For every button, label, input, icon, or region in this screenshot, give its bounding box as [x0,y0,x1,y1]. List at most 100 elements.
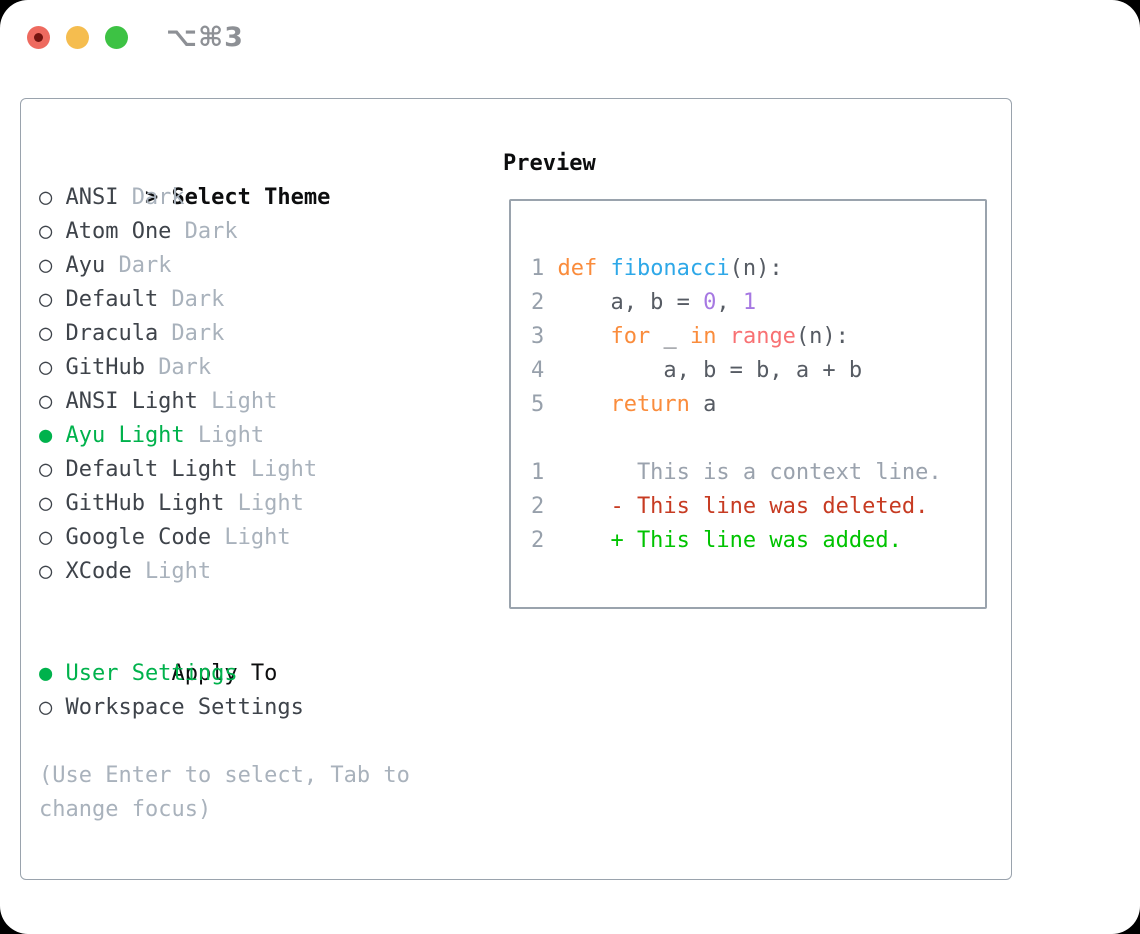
preview-heading: Preview [503,151,596,176]
code-segment: def [557,256,611,281]
theme-variant-tag: Light [237,491,304,516]
keyboard-hint: (Use Enter to select, Tab to change focu… [39,763,410,822]
radio-icon: ○ [39,321,53,346]
theme-item-label: XCode [65,559,132,584]
apply-option-workspace-settings[interactable]: ○Workspace Settings [39,691,489,725]
preview-line: 1 def fibonacci(n): [531,252,975,286]
select-theme-title: Select Theme [171,185,331,210]
close-button[interactable] [27,26,50,49]
radio-icon: ○ [39,389,53,414]
code-segment: (n): [795,324,849,349]
zoom-button[interactable] [105,26,128,49]
theme-item-ayu[interactable]: ○ Ayu Dark [39,249,489,283]
theme-item-label: Dracula [65,321,159,346]
theme-variant-tag: Dark [118,253,172,278]
theme-item-dracula[interactable]: ○ Dracula Dark [39,317,489,351]
code-segment: range [729,324,796,349]
radio-selected-icon: ● [39,423,53,448]
preview-line: 3 for _ in range(n): [531,320,975,354]
apply-to-title: Apply To [171,661,278,686]
radio-icon: ○ [39,525,53,550]
radio-icon: ○ [39,219,53,244]
theme-item-label: Atom One [65,219,172,244]
radio-icon: ○ [39,695,53,720]
code-segment [557,324,610,349]
code-segment: (n): [729,256,783,281]
window-shortcut-label: ⌥⌘3 [166,22,244,53]
radio-selected-icon: ● [39,661,53,686]
theme-item-label: GitHub [65,355,145,380]
theme-item-label: Default [65,287,159,312]
theme-variant-tag: Light [144,559,212,584]
radio-icon: ○ [39,559,53,584]
theme-item-github[interactable]: ○ GitHub Dark [39,351,489,385]
preview-line: 2 a, b = 0, 1 [531,286,975,320]
code-segment [557,392,610,417]
apply-option-user-settings[interactable]: ● User Settings [39,657,489,691]
radio-icon: ○ [39,253,53,278]
theme-item-ansi-light[interactable]: ○ ANSI Light Light [39,385,489,419]
code-segment: , [716,290,743,315]
cursor-prompt-icon: > [144,185,159,210]
theme-item-label: ANSI [65,185,119,210]
theme-item-label: ANSI Light [65,389,198,414]
apply-option-label: User Settings [65,661,238,686]
code-segment: _ [650,324,690,349]
preview-line: 5 return a [531,388,975,422]
preview-line: 4 a, b = b, a + b [531,354,975,388]
radio-icon: ○ [39,287,53,312]
code-segment: fibonacci [610,256,730,281]
code-segment: a [689,392,717,417]
code-segment: a, b = b, a + b [557,358,863,383]
theme-variant-tag: Dark [158,355,212,380]
preview-line: 2 + This line was added. [531,524,975,558]
radio-icon: ○ [39,355,53,380]
theme-item-ayu-light[interactable]: ● Ayu Light Light [39,419,489,453]
theme-variant-tag: Dark [171,321,225,346]
code-segment: return [610,392,690,417]
theme-variant-tag: Light [197,423,265,448]
code-segment: in [689,324,717,349]
line-number: 2 [531,290,545,315]
code-segment [716,324,729,349]
theme-item-google-code[interactable]: ○ Google Code Light [39,521,489,555]
code-segment: - This line was deleted. [557,494,929,519]
theme-item-label: Ayu [65,253,106,278]
code-segment: for [610,324,651,349]
line-number: 2 [531,528,545,553]
theme-item-default[interactable]: ○ Default Dark [39,283,489,317]
theme-variant-tag: Light [211,389,278,414]
theme-item-label: Ayu Light [65,423,185,448]
titlebar: ⌥⌘3 [0,0,1140,98]
line-number: 2 [531,494,545,519]
theme-variant-tag: Light [224,525,291,550]
line-number: 3 [531,324,545,349]
code-segment: This is a context line. [557,460,942,485]
line-number: 1 [531,460,545,485]
preview-line: 2 - This line was deleted. [531,490,975,524]
radio-icon: ○ [39,185,53,210]
theme-item-xcode[interactable]: ○ XCode Light [39,555,489,589]
select-theme-heading: > Select Theme [39,147,489,210]
line-number: 1 [531,256,545,281]
theme-variant-tag: Dark [131,185,185,210]
code-segment: 1 [742,290,757,315]
code-segment: a, b = [557,290,704,315]
minimize-button[interactable] [66,26,89,49]
theme-item-ansi[interactable]: ○ ANSI Dark [39,181,489,215]
theme-item-label: Google Code [65,525,212,550]
line-number: 5 [531,392,545,417]
theme-variant-tag: Light [250,457,318,482]
theme-variant-tag: Dark [171,287,225,312]
theme-item-label: GitHub Light [65,491,225,516]
preview-line [531,422,975,456]
